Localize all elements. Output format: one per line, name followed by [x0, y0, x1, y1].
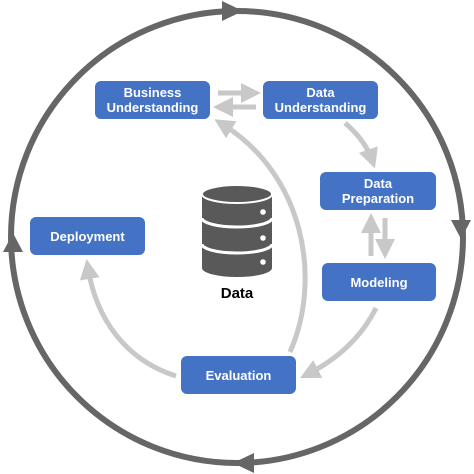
outer-cycle-arrowhead-left: [3, 233, 23, 252]
arrow-modeling-to-evaluation: [299, 306, 379, 379]
phase-data-preparation: Data Preparation: [320, 172, 436, 210]
arrow-evaluation-to-deployment: [79, 259, 177, 379]
arrow-data-understanding-to-preparation: [343, 121, 378, 169]
arrow-evaluation-to-business: [214, 119, 308, 354]
outer-cycle-arrowhead-top: [222, 1, 243, 21]
outer-cycle-arrowhead-bottom: [233, 453, 254, 473]
phase-data-understanding: Data Understanding: [263, 81, 378, 119]
phase-evaluation: Evaluation: [181, 356, 296, 394]
phase-deployment: Deployment: [30, 217, 145, 255]
phase-business-understanding: Business Understanding: [95, 81, 210, 119]
database-icon: [200, 184, 274, 277]
phase-modeling: Modeling: [322, 263, 436, 301]
data-label: Data: [220, 285, 254, 302]
outer-cycle-arrowhead-right: [451, 220, 471, 239]
